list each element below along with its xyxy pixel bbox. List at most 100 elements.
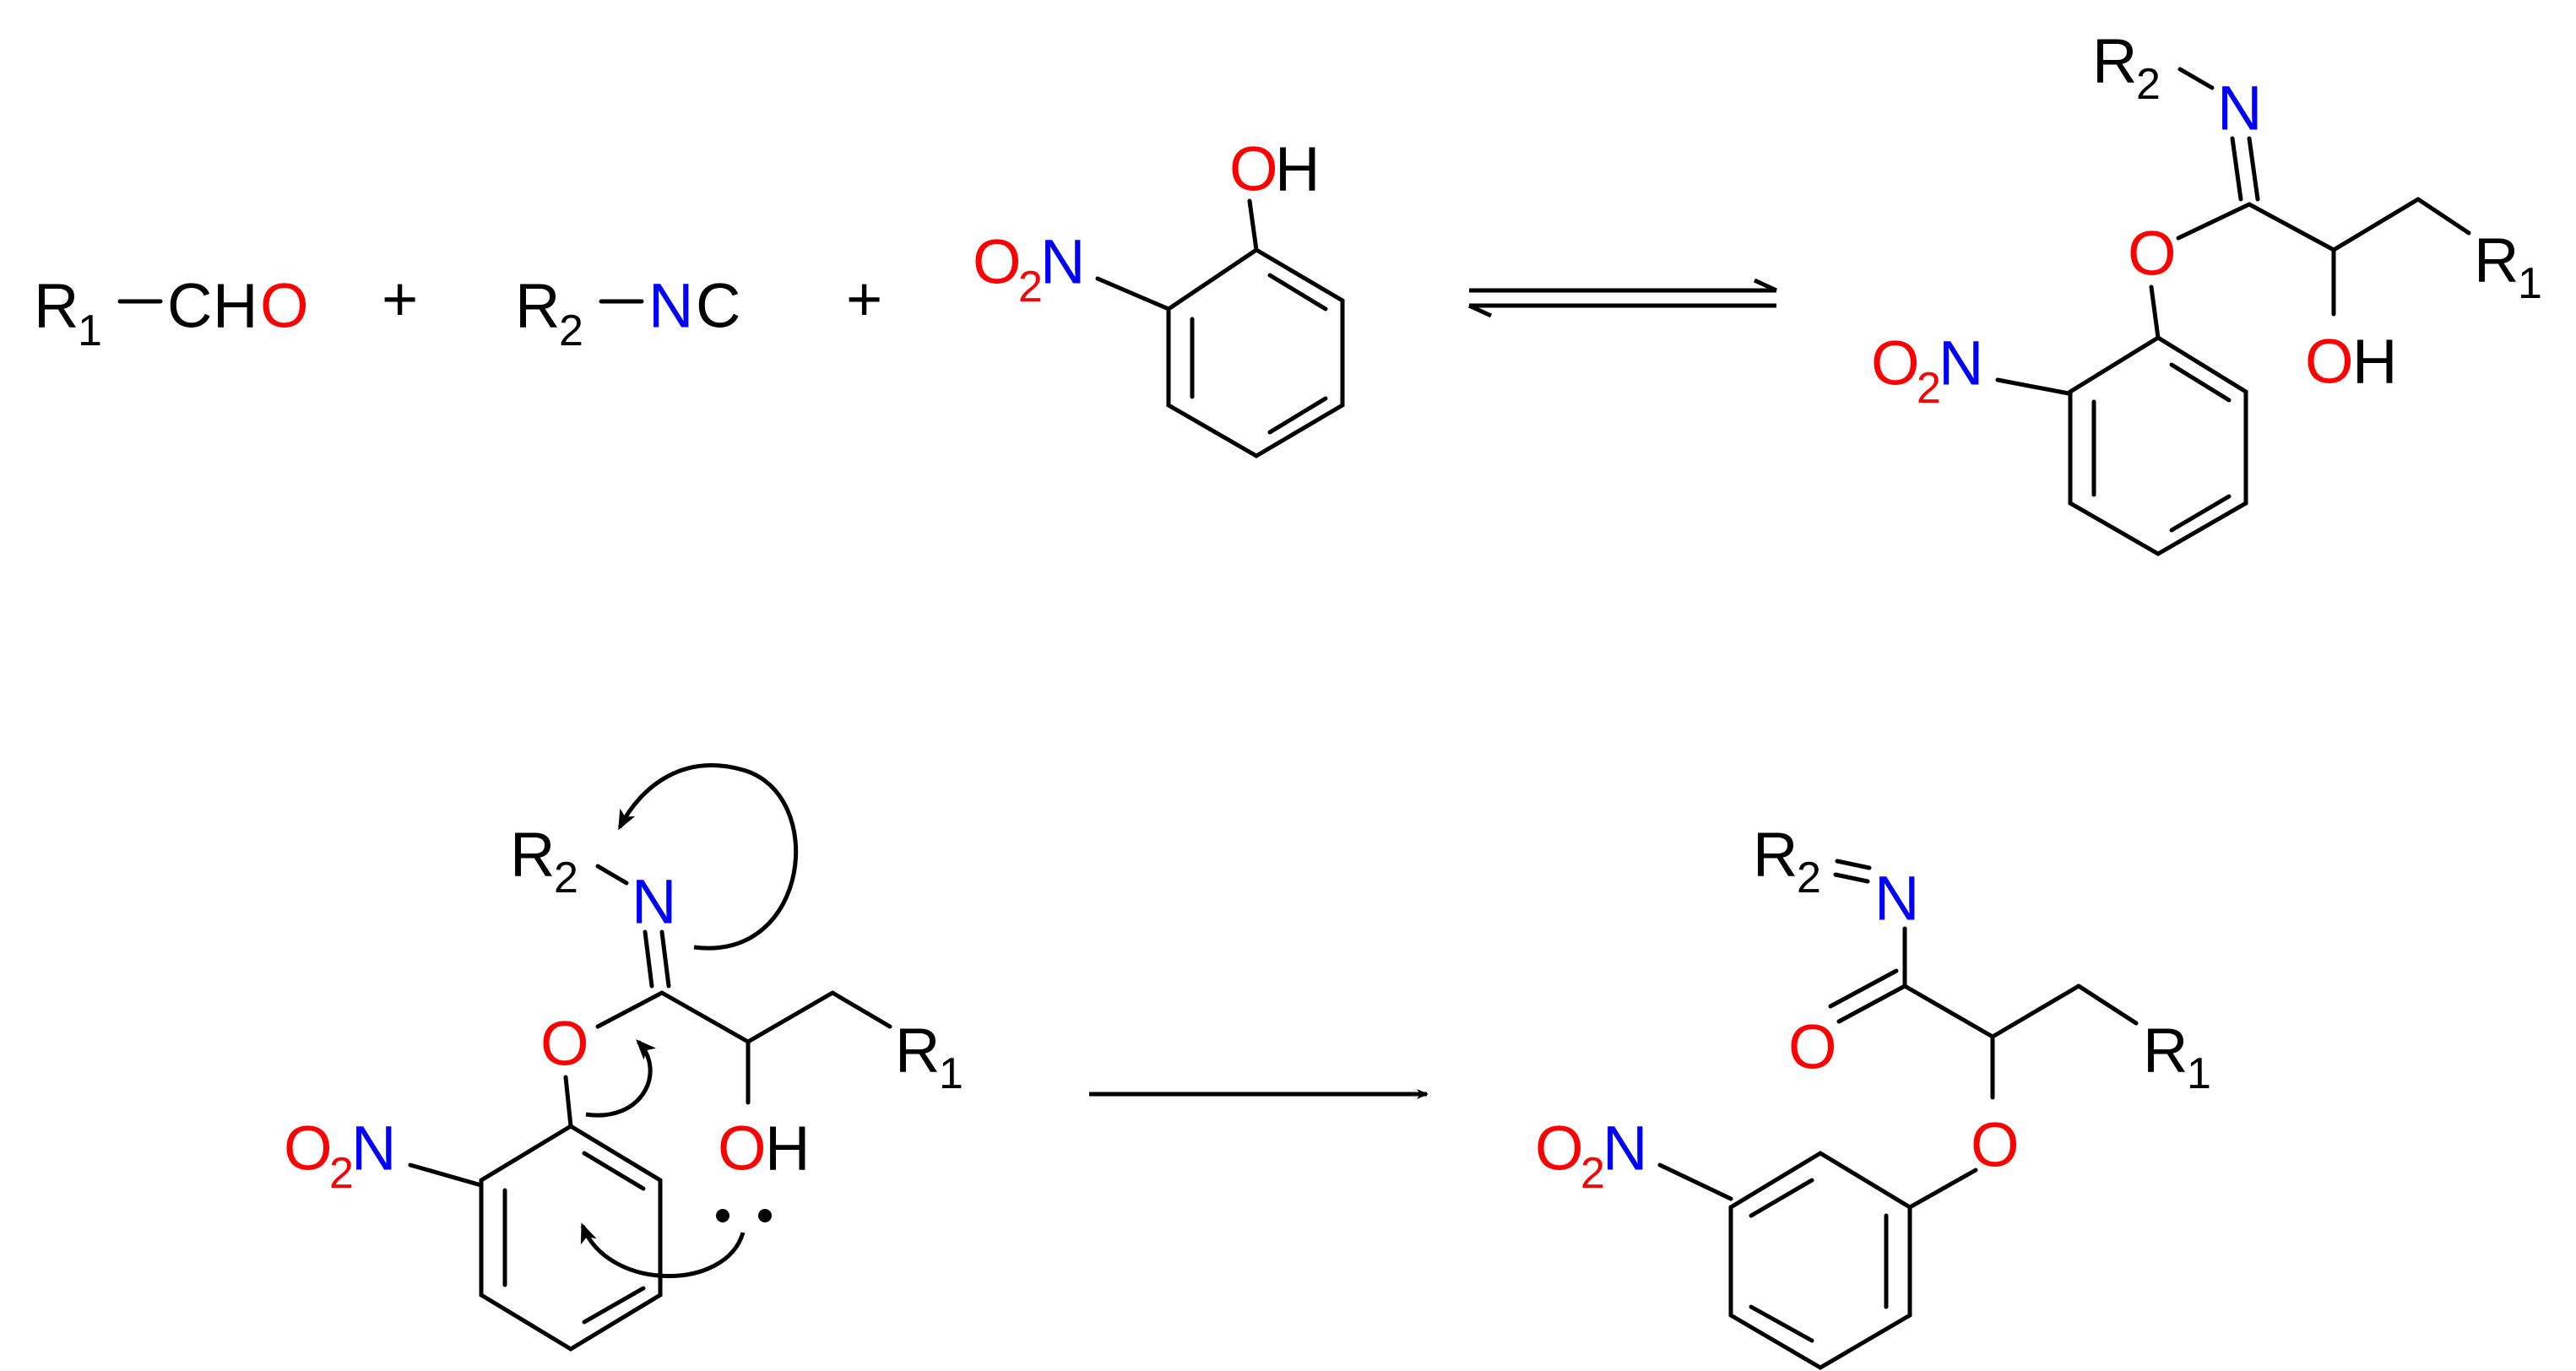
adduct-nitrogen: N (2217, 73, 2262, 144)
prod-r1-subscript: 1 (2187, 1049, 2211, 1098)
int-nitro-nitrogen: N (351, 1114, 396, 1184)
adduct-nitro-oxygen: O (1871, 328, 1920, 398)
adduct-ch2-r1-bond (2416, 197, 2471, 236)
n-ring-bond (1095, 276, 1171, 312)
lone-pair-dot-2 (758, 1209, 772, 1222)
adduct-hydroxyl-oxygen: O (2305, 327, 2354, 397)
prod-nitro-oxygen: O (1535, 1114, 1584, 1184)
o-ring-bond (1247, 198, 1259, 252)
nitrophenol-reagent: O H O 2 N (973, 134, 1345, 458)
prod-ring-double-3 (1749, 1304, 1814, 1343)
prod-r2-subscript: 2 (1797, 853, 1821, 902)
adduct-r2-subscript: 2 (2136, 60, 2161, 109)
prod-ch-ch2-bond (1990, 984, 2081, 1039)
isocyanide-carbon: C (696, 271, 740, 341)
adduct-c-ch-bond (2247, 202, 2336, 252)
adduct-nitro-subscript: 2 (1917, 364, 1941, 413)
adduct-ring-double-2 (2169, 494, 2232, 533)
prod-r2-n-bond-a (1835, 859, 1872, 870)
ring-double-bond-1 (1267, 273, 1328, 312)
adduct-nitro-nitrogen: N (1939, 328, 1983, 398)
int-hydroxyl-hydrogen: H (765, 1114, 810, 1184)
int-nitro-oxygen: O (284, 1114, 333, 1184)
prod-nitro-subscript: 2 (1581, 1149, 1605, 1198)
prod-ring-double-1 (1749, 1178, 1814, 1218)
adduct-aryl-ring (2068, 335, 2248, 556)
int-ring-double-2 (582, 1286, 646, 1325)
phenol-oxygen: O (1229, 134, 1278, 204)
prod-o-ring-bond (1907, 1168, 1978, 1210)
prod-r1-label: R (2143, 1016, 2188, 1086)
plus-sign-2: + (846, 264, 882, 334)
int-r2-label: R (510, 820, 555, 890)
phenol-hydrogen: H (1275, 134, 1320, 204)
int-o-ring-bond (563, 1075, 573, 1129)
prod-aryl-ring (1728, 1151, 1912, 1370)
aldehyde-oxygen: O (260, 271, 309, 341)
prod-ch2-r1-bond (2076, 984, 2139, 1026)
int-r1-label: R (895, 1016, 940, 1086)
int-r2-subscript: 2 (554, 853, 578, 902)
plus-sign-1: + (382, 264, 418, 334)
prod-ether-oxygen: O (1971, 1110, 2020, 1180)
equilibrium-arrow (1467, 278, 1778, 318)
prod-n-ring-bond (1657, 1162, 1733, 1201)
adduct-r2-label: R (2092, 26, 2137, 96)
curly-arrow-oh-to-ring (580, 1222, 746, 1278)
isocyanide-reagent: R 2 N C (515, 271, 740, 356)
int-n-c-bond-b (659, 929, 671, 989)
adduct-n-c-bond-a (2230, 136, 2243, 202)
r2-subscript: 2 (559, 306, 583, 355)
int-c-ch-bond (659, 990, 751, 1044)
adduct-hydroxyl-hydrogen: H (2352, 327, 2397, 397)
lone-pair-dot-1 (716, 1209, 729, 1222)
adduct-c-o-bond (2176, 202, 2252, 241)
aldehyde-hydrogen: H (213, 271, 258, 341)
int-ring-double-1 (582, 1151, 646, 1191)
prod-r2-n-bond-b (1833, 872, 1870, 884)
prod-c-o-bond-b (1828, 968, 1899, 1009)
aldehyde-carbon: C (167, 271, 212, 341)
prod-c-o-bond-a (1836, 984, 1907, 1024)
curly-arrow-n-to-r2 (617, 763, 799, 951)
int-n-ring-bond (408, 1162, 484, 1188)
isocyanide-nitrogen: N (648, 271, 693, 341)
nitro-subscript: 2 (1018, 263, 1043, 312)
adduct-r1-label: R (2474, 225, 2519, 295)
adduct-r1-subscript: 1 (2518, 259, 2542, 308)
nitro-oxygen: O (973, 227, 1022, 297)
int-nitrogen: N (632, 867, 676, 937)
phenol-ring (1166, 247, 1345, 458)
prod-r2-label: R (1753, 820, 1798, 890)
adduct-ring-double-1 (2169, 362, 2232, 403)
r1-label: R (34, 271, 79, 341)
r1-subscript: 1 (78, 306, 102, 355)
int-nitro-subscript: 2 (329, 1149, 354, 1198)
int-n-c-bond-a (643, 929, 654, 989)
int-c-o-bond (595, 990, 664, 1029)
int-ch-ch2-bond (746, 990, 835, 1044)
prod-nitro-nitrogen: N (1603, 1114, 1647, 1184)
rearrangement-intermediate: R 2 N O R 1 O H O 2 N (284, 763, 963, 1352)
r2-label: R (515, 271, 560, 341)
prod-carbonyl-oxygen: O (1788, 1012, 1837, 1082)
nitro-nitrogen: N (1040, 227, 1085, 297)
adduct-ch-ch2-bond (2331, 197, 2421, 252)
imidate-adduct: R 2 N O R 1 O H O 2 N (1871, 26, 2542, 556)
curly-arrow-o-to-c (585, 1039, 656, 1118)
adduct-ether-oxygen: O (2128, 219, 2177, 289)
ring-double-bond-2 (1267, 396, 1328, 435)
int-r2-n-bond (595, 864, 629, 886)
prod-c-ch-bond (1902, 984, 1995, 1039)
prod-nitrogen: N (1874, 864, 1919, 934)
int-ether-oxygen: O (540, 1009, 589, 1079)
amide-product: R 2 N O R 1 O O 2 N (1535, 820, 2211, 1370)
adduct-n-ring-bond (1995, 377, 2071, 396)
equilibrium-forward-barb (1753, 278, 1778, 293)
adduct-n-c-bond-b (2247, 136, 2260, 202)
adduct-o-ring-bond (2149, 284, 2161, 340)
equilibrium-reverse-barb (1467, 303, 1493, 318)
int-aryl-ring (479, 1124, 663, 1352)
aldehyde-reagent: R 1 C H O (34, 271, 309, 356)
